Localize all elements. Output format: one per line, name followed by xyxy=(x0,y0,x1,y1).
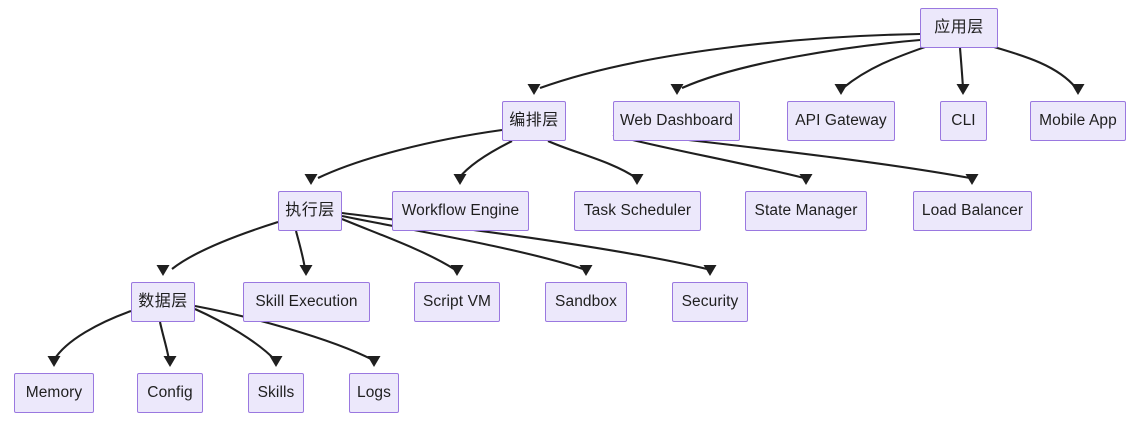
edge-exec-to-skillexec xyxy=(294,230,307,270)
edge-data-to-memory xyxy=(53,310,132,361)
node-label: 执行层 xyxy=(285,202,335,219)
node-skillexec[interactable]: Skill Execution xyxy=(243,282,370,322)
arrowhead-webdash-state xyxy=(799,174,813,185)
node-label: Sandbox xyxy=(555,293,617,311)
node-label: Task Scheduler xyxy=(583,202,692,220)
node-app[interactable]: 应用层 xyxy=(920,8,998,48)
edge-orch-to-workflow xyxy=(458,140,513,179)
node-label: Skills xyxy=(257,384,295,402)
arrowhead-exec-sandbox xyxy=(579,265,593,276)
node-label: Logs xyxy=(356,384,391,402)
edge-app-to-mobile xyxy=(993,45,1077,89)
node-label: Script VM xyxy=(422,293,492,311)
node-label: 编排层 xyxy=(509,112,559,129)
arrowhead-data-skills xyxy=(269,356,283,367)
node-label: Memory xyxy=(25,384,83,402)
node-label: Mobile App xyxy=(1039,112,1117,130)
node-cli[interactable]: CLI xyxy=(940,101,987,141)
node-label: 应用层 xyxy=(934,19,984,36)
node-label: 数据层 xyxy=(138,293,188,310)
edge-orch-to-scheduler xyxy=(547,140,637,179)
node-data[interactable]: 数据层 xyxy=(131,282,195,322)
arrowhead-app-orch xyxy=(527,84,541,95)
edge-exec-to-security xyxy=(341,211,708,271)
arrowhead-data-logs xyxy=(367,356,381,367)
node-label: Skill Execution xyxy=(255,293,358,311)
edge-app-to-orch xyxy=(539,32,921,89)
node-apigw[interactable]: API Gateway xyxy=(787,101,895,141)
arrowhead-exec-security xyxy=(703,265,717,276)
node-scheduler[interactable]: Task Scheduler xyxy=(574,191,701,231)
arrowhead-exec-skillexec xyxy=(299,265,313,276)
edge-exec-to-sandbox xyxy=(341,214,584,270)
edge-app-to-webdash xyxy=(681,38,921,89)
arrowhead-app-webdash xyxy=(670,84,684,95)
node-lb[interactable]: Load Balancer xyxy=(913,191,1032,231)
node-logs[interactable]: Logs xyxy=(349,373,399,413)
node-label: Workflow Engine xyxy=(401,202,520,220)
arrowhead-orch-exec xyxy=(304,174,318,185)
arrowhead-data-config xyxy=(163,356,177,367)
node-label: CLI xyxy=(951,112,976,130)
node-label: Config xyxy=(147,384,193,402)
arrowhead-webdash-lb xyxy=(965,174,979,185)
edge-exec-to-data xyxy=(171,220,279,270)
arrowhead-app-mobile xyxy=(1071,84,1085,95)
node-config[interactable]: Config xyxy=(137,373,203,413)
arrowhead-data-memory xyxy=(47,356,61,367)
node-skills[interactable]: Skills xyxy=(248,373,304,413)
node-mobile[interactable]: Mobile App xyxy=(1030,101,1126,141)
node-label: Web Dashboard xyxy=(619,112,734,130)
node-label: API Gateway xyxy=(795,112,887,130)
arrowhead-exec-scriptvm xyxy=(450,265,464,276)
node-workflow[interactable]: Workflow Engine xyxy=(392,191,529,231)
arrowhead-app-apigw xyxy=(834,84,848,95)
node-label: Security xyxy=(681,293,739,311)
node-memory[interactable]: Memory xyxy=(14,373,94,413)
edge-data-to-logs xyxy=(194,304,374,361)
node-label: Load Balancer xyxy=(921,202,1024,220)
node-orch[interactable]: 编排层 xyxy=(502,101,566,141)
edge-data-to-skills xyxy=(194,308,276,361)
edge-app-to-cli xyxy=(958,47,965,89)
arrowhead-orch-workflow xyxy=(453,174,467,185)
arrowhead-exec-data xyxy=(156,265,170,276)
node-label: State Manager xyxy=(754,202,858,220)
node-exec[interactable]: 执行层 xyxy=(278,191,342,231)
edge-orch-to-exec xyxy=(317,128,503,179)
edge-exec-to-scriptvm xyxy=(341,218,455,270)
node-scriptvm[interactable]: Script VM xyxy=(414,282,500,322)
node-security[interactable]: Security xyxy=(672,282,748,322)
node-webdash[interactable]: Web Dashboard xyxy=(613,101,740,141)
arrowhead-orch-scheduler xyxy=(630,174,644,185)
edge-app-to-apigw xyxy=(842,46,926,89)
node-state[interactable]: State Manager xyxy=(745,191,867,231)
arrowhead-app-cli xyxy=(956,84,970,95)
node-sandbox[interactable]: Sandbox xyxy=(545,282,627,322)
edge-data-to-config xyxy=(158,321,171,361)
